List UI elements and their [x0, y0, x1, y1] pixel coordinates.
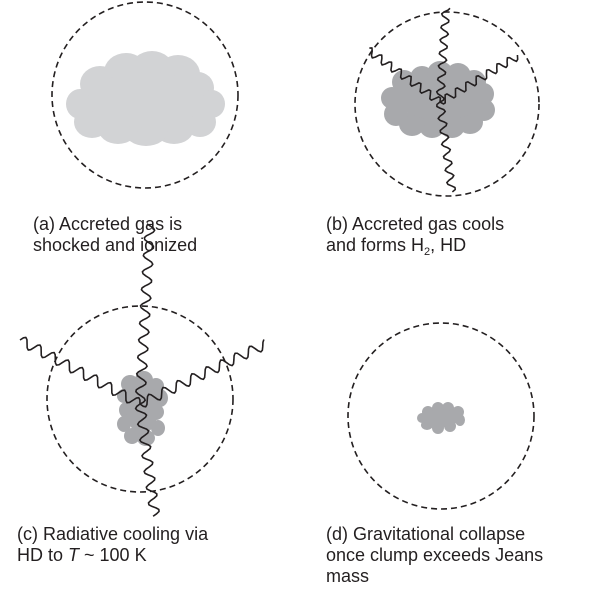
- gas-clump-b-puff: [419, 114, 445, 138]
- photon-emission-c-2: [19, 336, 141, 405]
- gas-clump-a-puff: [88, 72, 204, 128]
- caption-c-line-2: HD to T ~ 100 K: [17, 545, 208, 566]
- caption-d-line-3: mass: [326, 566, 370, 586]
- caption-c-line-1: (c) Radiative cooling via: [17, 524, 209, 544]
- gas-clump-c-puff: [126, 382, 158, 434]
- halo-boundary-d: [347, 322, 535, 510]
- panel-b: [354, 7, 540, 197]
- caption-b-subscript: 2: [424, 246, 431, 258]
- halo-boundary-c: [46, 305, 234, 493]
- photon-emission-c-1: [135, 223, 156, 405]
- photon-emission-b-1: [435, 7, 451, 103]
- photon-emission-b-4: [436, 101, 457, 193]
- caption-a: (a) Accreted gas is shocked and ionized: [33, 214, 197, 256]
- caption-b-text-end: , HD: [430, 235, 467, 255]
- photon-emission-c-3: [139, 339, 265, 408]
- photon-emission-b-2: [369, 47, 442, 103]
- gas-clump-a-puff: [66, 89, 94, 119]
- caption-b-text: and forms H: [326, 235, 425, 255]
- caption-d-line-2: once clump exceeds Jeans: [326, 545, 544, 565]
- gas-clump-c: [117, 371, 168, 446]
- photon-emission-c-4: [134, 403, 160, 517]
- gas-clump-d: [417, 402, 465, 434]
- caption-d: (d) Gravitational collapse once clump ex…: [326, 524, 543, 587]
- gas-clump-a: [66, 51, 225, 146]
- caption-a-line-2: shocked and ionized: [33, 235, 198, 255]
- gas-clump-d-puff: [423, 409, 459, 427]
- caption-b-line-2: and forms H2, HD: [326, 235, 504, 258]
- caption-d-line-1: (d) Gravitational collapse: [326, 524, 526, 544]
- caption-c-text-end: ~ 100 K: [79, 545, 147, 565]
- caption-c-text: HD to: [17, 545, 69, 565]
- panel-c: [19, 223, 265, 517]
- gas-clump-c-puff: [117, 416, 131, 432]
- panel-a: [51, 1, 239, 189]
- gas-clump-b: [381, 61, 495, 138]
- photon-emission-b-3: [439, 54, 519, 105]
- gas-clump-b-puff: [381, 87, 403, 109]
- gas-clump-b-puff: [439, 114, 465, 138]
- halo-boundary-b: [354, 11, 540, 197]
- caption-c: (c) Radiative cooling via HD to T ~ 100 …: [17, 524, 208, 566]
- caption-c-temperature-symbol: T: [68, 545, 80, 565]
- panel-d: [347, 322, 535, 510]
- halo-boundary-a: [51, 1, 239, 189]
- caption-b-line-1: (b) Accreted gas cools: [326, 214, 505, 234]
- caption-a-line-1: (a) Accreted gas is: [33, 214, 183, 234]
- caption-b: (b) Accreted gas cools and forms H2, HD: [326, 214, 505, 258]
